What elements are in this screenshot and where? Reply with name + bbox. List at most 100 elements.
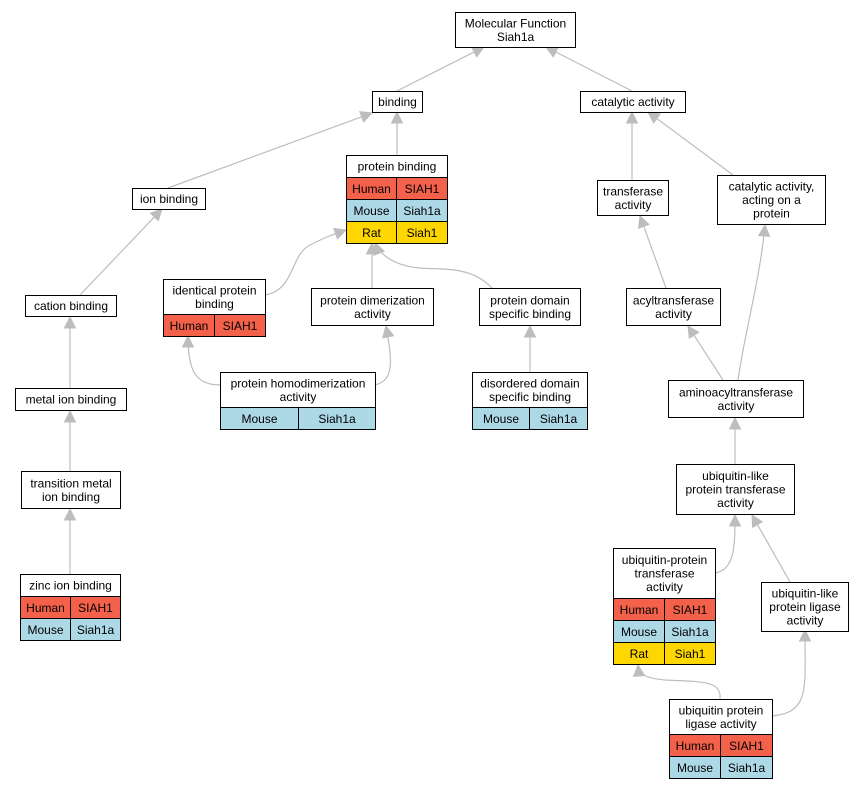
node-label-line: ubiquitin protein (679, 703, 764, 717)
node-label-line: protein dimerization (320, 293, 425, 307)
arrowhead (390, 110, 404, 124)
arrowhead (63, 409, 77, 423)
arrowhead (359, 111, 374, 123)
arrowhead (632, 663, 646, 678)
edge-ubprottrans-to-ubltrans (714, 513, 742, 574)
gene-label: Siah1a (671, 625, 709, 639)
node-label-line: activity (280, 390, 317, 404)
arrowhead (757, 223, 771, 237)
arrowhead (523, 324, 537, 338)
node-label-line: activity (655, 307, 692, 321)
edge-line (79, 216, 155, 296)
arrowhead (373, 241, 386, 257)
node-box (479, 288, 581, 326)
node-box (372, 91, 423, 113)
species-label: Human (170, 319, 209, 333)
node-box (626, 288, 721, 326)
edge-acyl-to-transferase (637, 214, 667, 289)
node-label-line: activity (646, 580, 683, 594)
gene-cell (529, 407, 588, 430)
node-box (455, 12, 576, 48)
node-label-line: zinc ion binding (29, 579, 112, 593)
node-ionbind[interactable]: ion binding (132, 188, 206, 210)
gene-label: SIAH1 (673, 603, 708, 617)
edge-disordered-to-domain (523, 324, 537, 372)
edge-ubligase-to-ubprottrans (632, 663, 721, 700)
edge-line (264, 229, 347, 296)
gene-cell (298, 407, 376, 430)
node-label-line: identical protein (172, 283, 256, 297)
node-box (311, 288, 434, 326)
node-label-line: protein ligase (769, 600, 841, 614)
edge-homodimer-to-identical (181, 334, 221, 386)
species-label: Human (676, 739, 715, 753)
node-label-line: catalytic activity (591, 95, 674, 109)
species-label: Rat (362, 226, 381, 240)
gene-cell (70, 618, 121, 641)
gene-cell (720, 756, 773, 779)
edge-line (771, 629, 806, 717)
edge-line (187, 335, 221, 386)
arrowhead (687, 325, 700, 340)
node-binding[interactable]: binding (372, 91, 423, 113)
node-label-line: activity (718, 399, 755, 413)
node-label-line: protein binding (358, 160, 437, 174)
node-ubprottrans[interactable]: ubiquitin-proteintransferaseactivityHuma… (613, 548, 716, 665)
edge-metal-to-cation (63, 315, 77, 388)
edge-line (737, 224, 766, 381)
node-label-line: transition metal (30, 476, 111, 490)
arrowhead (63, 507, 77, 521)
node-label-line: ion binding (140, 192, 198, 206)
node-cation[interactable]: cation binding (25, 295, 117, 317)
species-label: Human (352, 182, 391, 196)
edge-line (555, 51, 633, 92)
node-label-line: transferase (603, 184, 663, 198)
node-label-line: acting on a (742, 193, 801, 207)
edge-domain-to-protbind (373, 241, 493, 289)
edge-line (637, 664, 721, 700)
arrowhead (728, 416, 742, 430)
node-catalytic[interactable]: catalytic activity (580, 91, 686, 113)
edge-line (374, 242, 493, 289)
node-label-line: activity (787, 614, 824, 628)
node-label-line: ligase activity (685, 717, 756, 731)
gene-cell (664, 642, 716, 665)
node-metal[interactable]: metal ion binding (15, 388, 127, 411)
node-label-line: ion binding (42, 490, 100, 504)
gene-label: SIAH1 (729, 739, 764, 753)
node-label-line: specific binding (489, 390, 571, 404)
node-label-line: activity (354, 307, 391, 321)
node-label-line: protein (753, 207, 790, 221)
node-label-line: protein homodimerization (231, 376, 366, 390)
gene-cell (214, 314, 266, 337)
edge-protbind-to-binding (390, 110, 404, 155)
node-label-line: activity (717, 496, 754, 510)
edge-line (167, 116, 362, 189)
edge-line (396, 51, 475, 92)
edge-zinc-to-transmetal (63, 507, 77, 574)
edge-line (756, 524, 791, 583)
arrowhead (181, 334, 195, 348)
